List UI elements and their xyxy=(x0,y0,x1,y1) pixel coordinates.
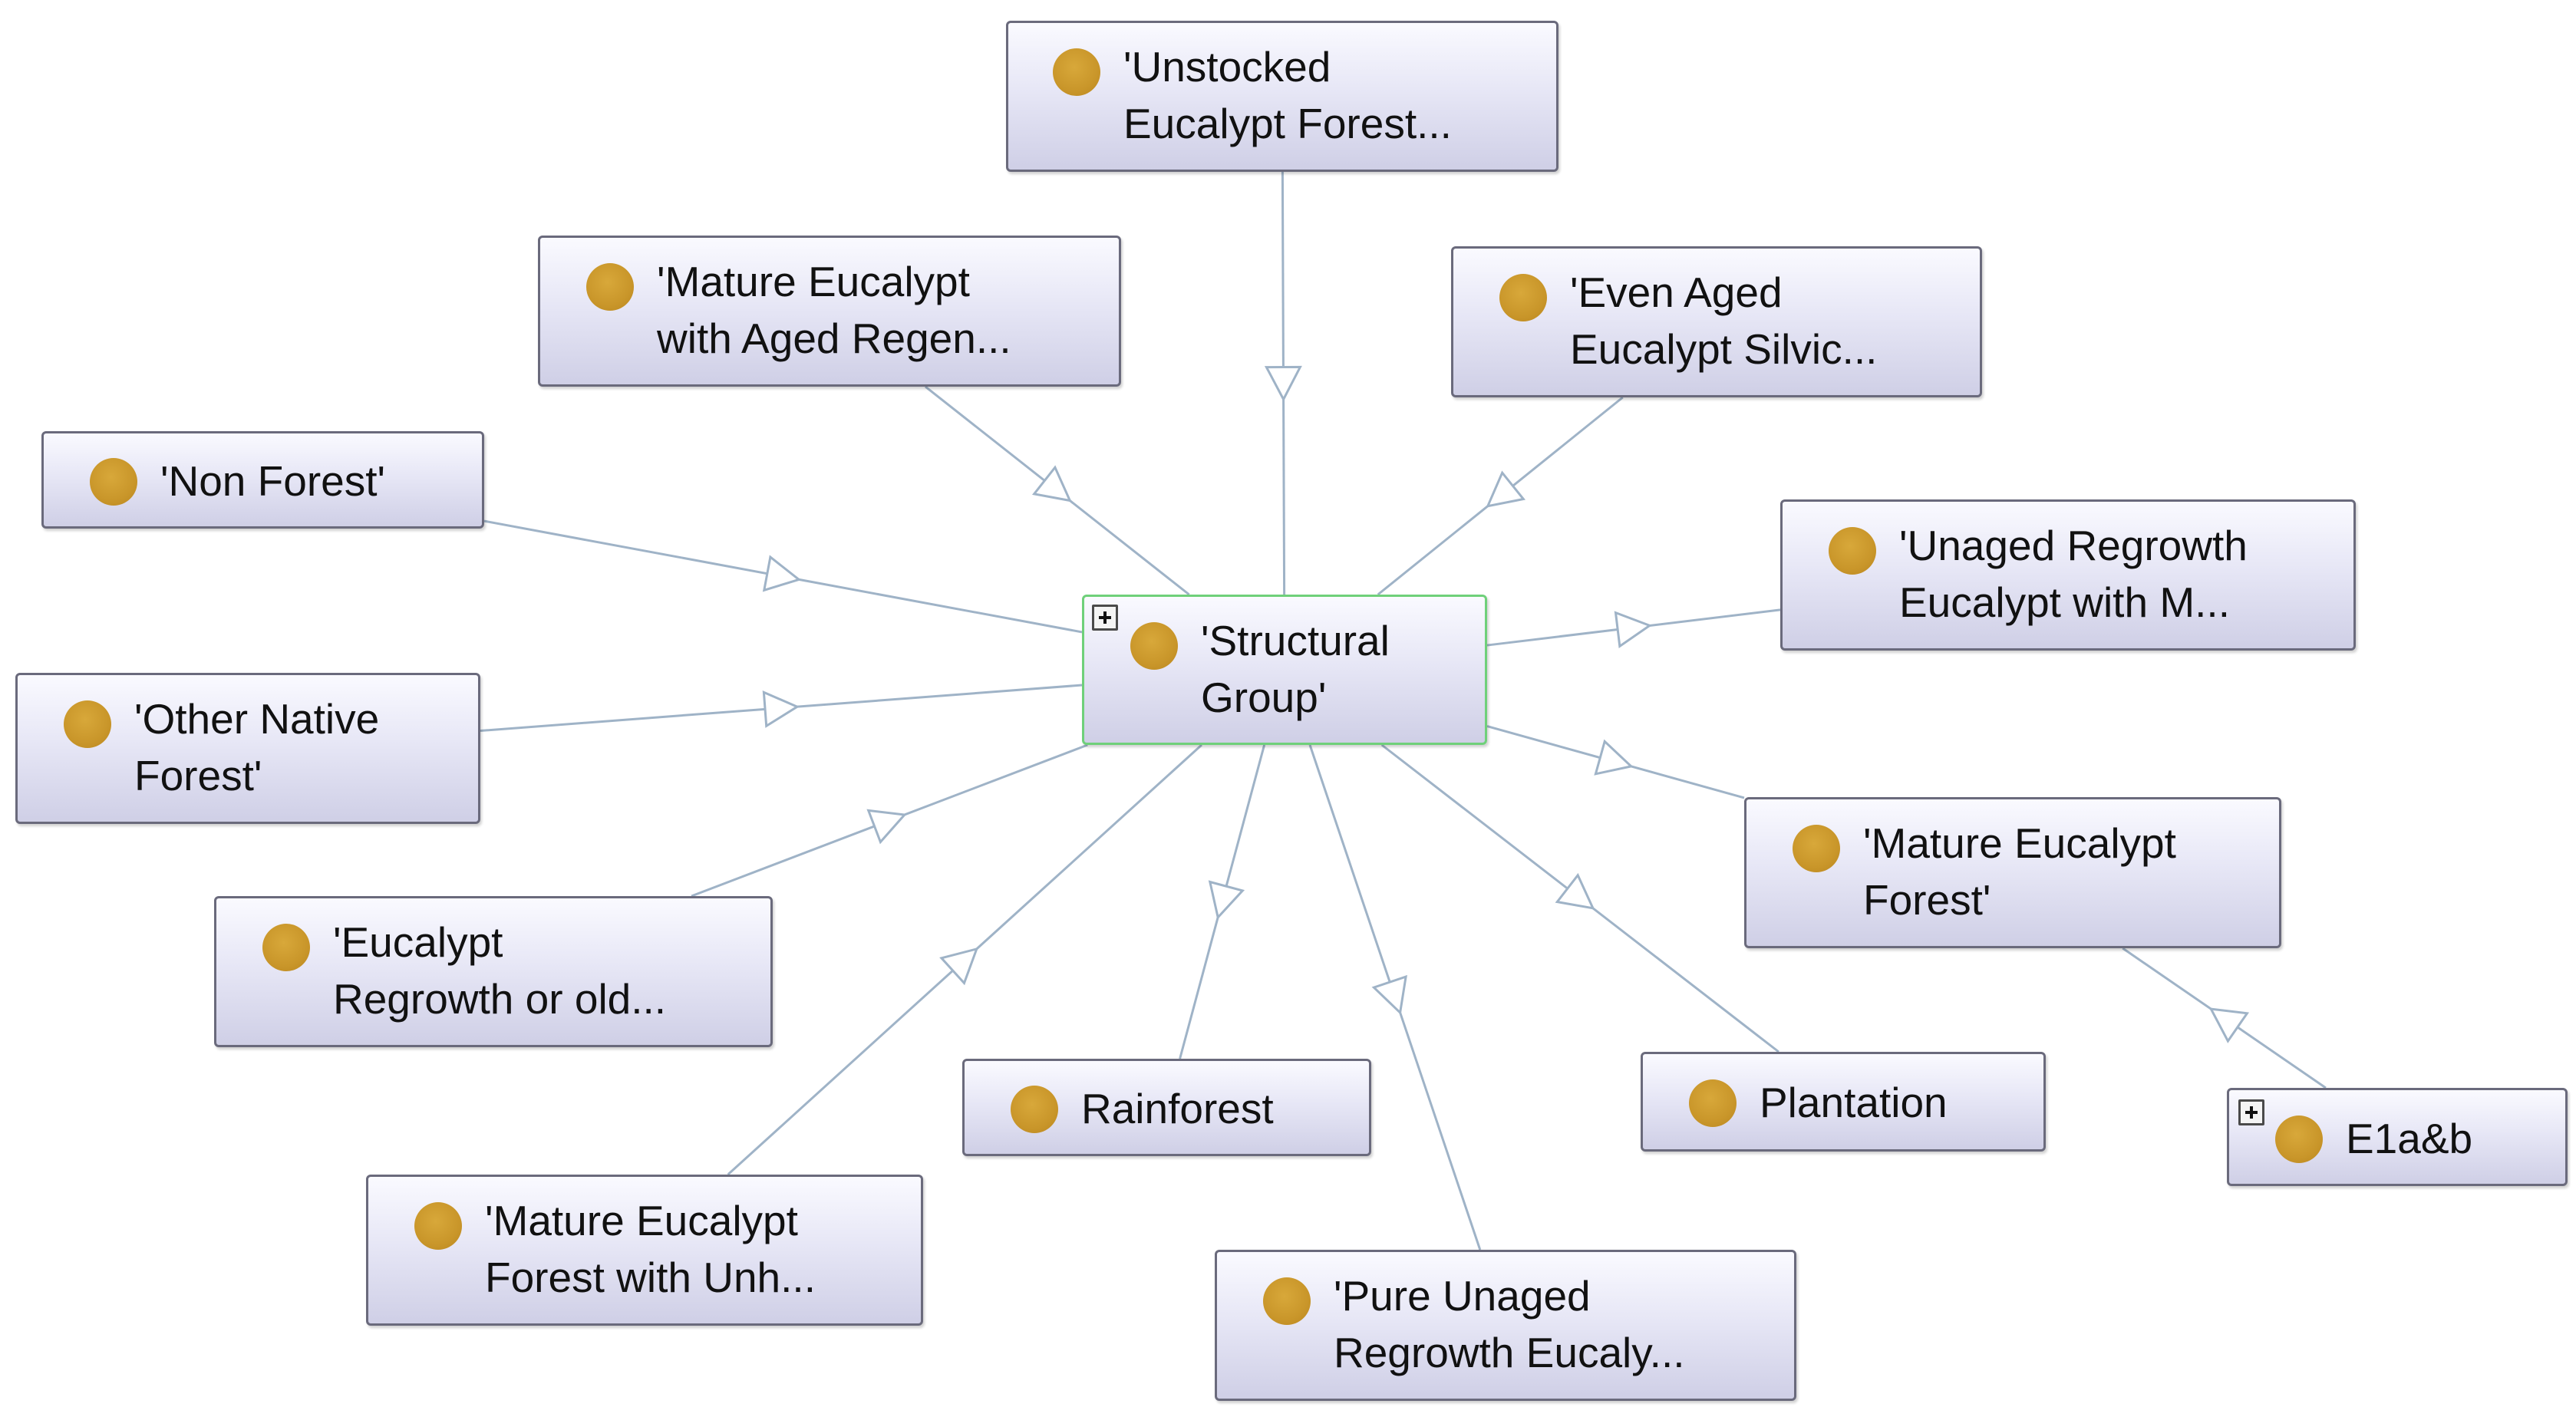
edge-arrowhead-structural-group-mature-forest xyxy=(1594,739,1634,776)
edge-arrowhead-mature-aged-regen-structural-group xyxy=(1031,465,1072,503)
edge-arrowhead-structural-group-pure-unaged xyxy=(1371,974,1407,1015)
class-icon xyxy=(262,924,310,971)
edge-arrowhead-eucalypt-regrowth-structural-group xyxy=(866,809,907,845)
edge-arrowhead-even-aged-structural-group xyxy=(1486,470,1526,508)
node-plantation[interactable]: Plantation xyxy=(1641,1052,2046,1152)
node-rainforest[interactable]: Rainforest xyxy=(962,1059,1371,1156)
node-label: Plantation xyxy=(1760,1079,1948,1126)
edge-arrowhead-structural-group-unaged-regrowth xyxy=(1614,611,1653,648)
node-label: Rainforest xyxy=(1081,1085,1274,1132)
class-icon xyxy=(90,458,137,506)
edge-arrowhead-structural-group-plantation xyxy=(1555,872,1595,910)
class-icon xyxy=(1829,527,1876,575)
class-icon xyxy=(414,1202,462,1250)
edge-arrowhead-e1ab-mature-forest xyxy=(2208,1007,2250,1043)
class-icon xyxy=(64,700,111,748)
class-icon xyxy=(1011,1086,1058,1133)
class-icon xyxy=(1053,48,1100,96)
edge-arrowhead-mature-unh-structural-group xyxy=(939,947,979,986)
class-icon xyxy=(2275,1115,2323,1163)
edge-line-structural-group-plantation xyxy=(1380,743,1779,1053)
edge-arrowhead-structural-group-rainforest xyxy=(1208,880,1245,920)
expand-icon[interactable] xyxy=(2238,1099,2264,1125)
node-non-forest[interactable]: 'Non Forest' xyxy=(41,431,484,529)
edge-line-e1ab-mature-forest xyxy=(2122,947,2327,1089)
class-icon xyxy=(1263,1277,1311,1325)
edge-line-non-forest-structural-group xyxy=(483,519,1083,634)
node-label: E1a&b xyxy=(2346,1115,2473,1162)
edge-line-structural-group-unaged-regrowth xyxy=(1486,608,1781,647)
node-label: 'Non Forest' xyxy=(160,457,386,505)
class-icon xyxy=(1499,274,1547,321)
edge-line-other-native-structural-group xyxy=(480,684,1083,733)
edge-line-structural-group-rainforest xyxy=(1179,744,1266,1059)
edge-arrowhead-unstocked-structural-group xyxy=(1264,365,1302,402)
expand-icon[interactable] xyxy=(1092,605,1118,631)
edge-line-unstocked-structural-group xyxy=(1281,171,1286,595)
edge-arrowhead-other-native-structural-group xyxy=(762,690,800,728)
edge-line-mature-aged-regen-structural-group xyxy=(925,385,1190,596)
edge-line-even-aged-structural-group xyxy=(1377,396,1624,596)
edge-line-structural-group-mature-forest xyxy=(1486,725,1745,799)
edge-line-structural-group-pure-unaged xyxy=(1308,744,1482,1251)
edge-line-eucalypt-regrowth-structural-group xyxy=(691,743,1088,898)
class-icon xyxy=(1689,1079,1737,1127)
node-e1ab[interactable]: E1a&b xyxy=(2227,1088,2568,1186)
edge-arrowhead-non-forest-structural-group xyxy=(762,555,802,592)
class-icon xyxy=(586,263,634,311)
class-icon xyxy=(1793,825,1840,872)
class-icon xyxy=(1130,622,1178,670)
